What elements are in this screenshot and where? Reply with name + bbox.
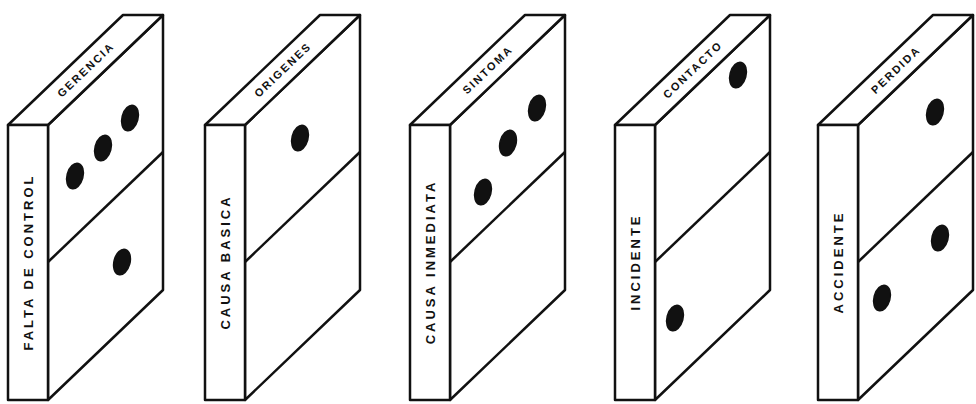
domino-pip <box>92 133 114 162</box>
domino-pip <box>727 60 749 89</box>
domino-top <box>615 15 770 125</box>
domino-front-label: CAUSA BASICA <box>219 194 232 329</box>
domino-top-label: ORIGENES <box>252 40 313 99</box>
domino-top-label: GERENCIA <box>55 40 116 99</box>
domino-front <box>8 125 48 400</box>
domino-front <box>615 125 655 400</box>
domino-pip <box>497 128 519 157</box>
domino: PERDIDA ACCIDENTE <box>818 0 976 404</box>
domino-top-label: CONTACTO <box>661 39 724 100</box>
domino-front <box>205 125 245 400</box>
domino-front-label: INCIDENTE <box>629 213 642 310</box>
domino-front <box>410 125 450 400</box>
domino-pip <box>64 161 86 190</box>
domino-pip <box>929 223 951 252</box>
domino-pip <box>664 303 686 332</box>
domino-divider <box>858 152 973 262</box>
domino: ORIGENES CAUSA BASICA <box>205 0 375 404</box>
domino-top-label: SINTOMA <box>460 44 514 97</box>
domino-pip <box>111 247 133 276</box>
domino: SINTOMA CAUSA INMEDIATA <box>410 0 580 404</box>
domino-pip <box>871 283 893 312</box>
domino-pip <box>472 177 494 206</box>
domino-divider <box>245 152 360 262</box>
domino-top <box>205 15 360 125</box>
domino-top <box>818 15 973 125</box>
domino: CONTACTO INCIDENTE <box>615 0 785 404</box>
domino-divider <box>48 152 163 262</box>
domino: GERENCIA FALTA DE CONTROL <box>8 0 178 404</box>
domino-pip <box>526 93 548 122</box>
domino-top <box>8 15 163 125</box>
domino-pip <box>119 103 141 132</box>
domino-pip <box>289 123 311 152</box>
domino-divider <box>655 152 770 262</box>
domino-divider <box>450 152 565 262</box>
domino-front-label: CAUSA INMEDIATA <box>424 180 437 345</box>
domino-front-label: FALTA DE CONTROL <box>22 173 35 350</box>
domino-pip <box>924 97 946 126</box>
domino-top <box>410 15 565 125</box>
domino-top-label: PERDIDA <box>869 44 923 96</box>
domino-front-label: ACCIDENTE <box>832 211 845 314</box>
domino-front <box>818 125 858 400</box>
